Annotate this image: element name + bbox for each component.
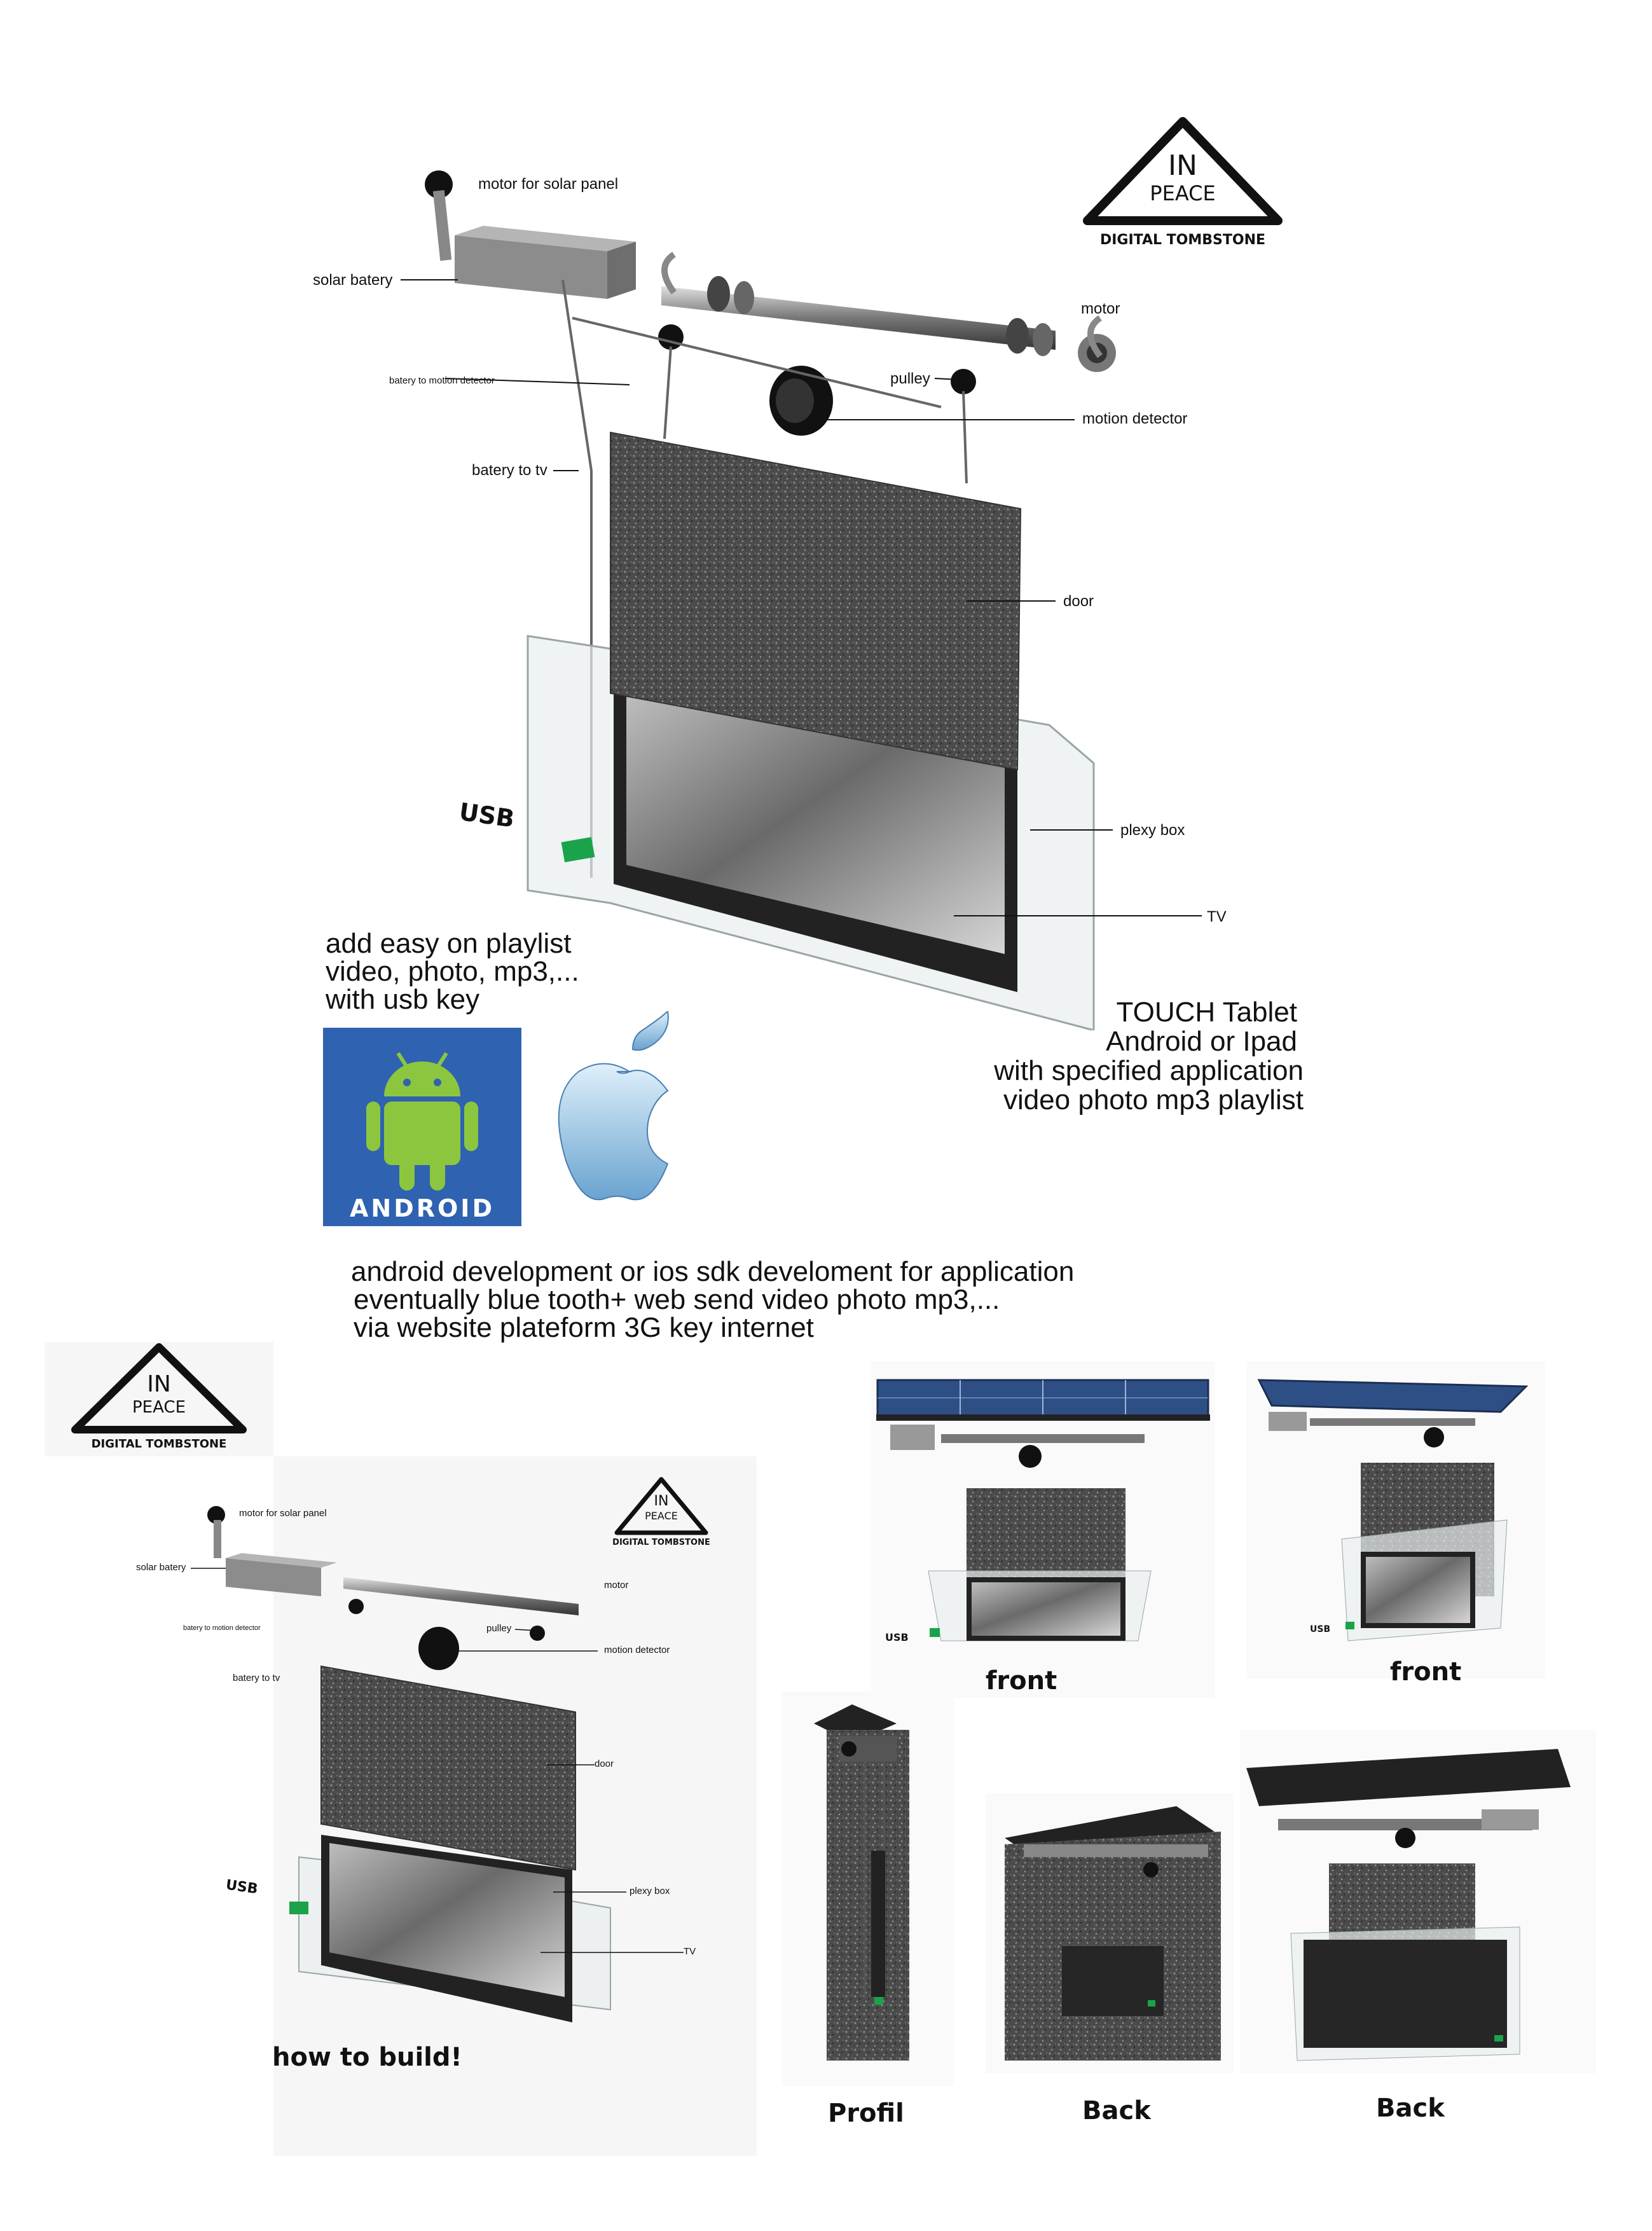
label-plexy-box: plexy box [1120,822,1185,839]
apple-logo [547,1009,712,1215]
label-battery-tv: batery to tv [472,462,547,479]
tablet-line2: Android or Ipad [1106,1026,1297,1057]
main-diagram: motor for solar panel solar batery motor… [0,0,1652,1030]
android-robot-icon [366,1052,478,1191]
view-front-1-drawing: USB [876,1379,1210,1643]
label-tv: TV [1207,908,1227,925]
motor-bar [661,251,1116,372]
view-front-1: USB [871,1361,1215,1698]
android-logo-text: ANDROID [349,1194,495,1222]
small-diagram: motor for solar panel solar batery motor… [0,1463,763,2035]
logo-caption: DIGITAL TOMBSTONE [612,1538,710,1547]
android-logo: ANDROID [323,1028,521,1226]
playlist-line1: add easy on playlist [326,928,572,959]
logo-triangle-icon [71,1343,247,1433]
pulley-right [951,369,976,394]
logo-line2: PEACE [1150,181,1216,205]
small-label-motor-solar: motor for solar panel [239,1508,327,1519]
label-door: door [1063,593,1094,610]
small-label-pulley: pulley [486,1623,512,1634]
tablet-line3: with specified application [994,1055,1304,1086]
small-diagram-drawing [191,1506,684,2022]
logo-triangle-icon [1083,117,1283,225]
small-label-solar-battery: solar batery [136,1562,186,1573]
solar-motor [425,170,453,261]
logo-line1: IN [147,1371,171,1397]
logo-digital-tombstone-bottom-left: IN PEACE DIGITAL TOMBSTONE [45,1342,273,1456]
label-motor-solar: motor for solar panel [478,176,619,193]
view-profil-drawing [814,1704,909,2061]
label-motion-detector: motion detector [1082,410,1188,427]
logo-caption: DIGITAL TOMBSTONE [1099,232,1266,248]
small-label-battery-motion: batery to motion detector [183,1624,261,1632]
label-motor: motor [1081,300,1120,317]
logo-triangle-icon [614,1477,708,1535]
caption-back-1: Back [1082,2096,1151,2125]
caption-profil: Profil [828,2099,904,2128]
caption-how-to-build: how to build! [272,2043,462,2072]
caption-front-1: front [986,1666,1057,1696]
logo-line2: PEACE [132,1398,186,1417]
logo-digital-tombstone-top: IN PEACE DIGITAL TOMBSTONE [1068,111,1297,264]
usb-stick [561,837,595,862]
door-panel [610,431,1022,771]
playlist-line2: video, photo, mp3,... [326,956,579,987]
label-solar-battery: solar batery [313,272,393,289]
logo-caption: DIGITAL TOMBSTONE [91,1437,227,1451]
development-line3: via website plateform 3G key internet [354,1312,814,1343]
tablet-line4: video photo mp3 playlist [1003,1084,1304,1116]
small-label-tv: TV [684,1946,696,1957]
view-back-2 [1240,1730,1596,2073]
development-line1: android development or ios sdk develomen… [351,1256,1075,1287]
small-label-motor: motor [604,1580,629,1591]
development-line2: eventually blue tooth+ web send video ph… [354,1284,1000,1315]
view-back-2-drawing [1246,1749,1571,2061]
motion-detector-device [769,366,833,436]
label-battery-motion: batery to motion detector [389,375,495,386]
apple-icon [558,1009,669,1201]
caption-front-2: front [1390,1657,1462,1687]
solar-battery-box [455,226,636,299]
tablet-line1: TOUCH Tablet [1116,997,1297,1028]
view-profil [782,1692,954,2086]
view-back-1 [986,1793,1234,2073]
logo-line1: IN [1168,149,1197,182]
front-2-usb-label: USB [1310,1624,1330,1634]
logo-line1: IN [654,1493,669,1509]
small-label-door: door [595,1758,614,1769]
caption-back-2: Back [1376,2094,1445,2123]
tv-screen [614,684,1017,992]
playlist-line3: with usb key [326,984,480,1015]
view-front-2: USB [1246,1361,1545,1679]
logo-digital-tombstone-small: IN PEACE DIGITAL TOMBSTONE [604,1475,719,1558]
view-back-1-drawing [1005,1806,1221,2061]
pulley-left [658,324,684,350]
small-label-plexy-box: plexy box [630,1886,670,1896]
view-front-2-drawing: USB [1257,1379,1529,1641]
label-pulley: pulley [890,370,930,387]
small-label-motion-detector: motion detector [604,1645,670,1655]
main-diagram-drawing [401,170,1202,1030]
front-1-usb-label: USB [885,1631,909,1643]
small-label-battery-tv: batery to tv [233,1673,280,1683]
logo-line2: PEACE [645,1510,678,1522]
